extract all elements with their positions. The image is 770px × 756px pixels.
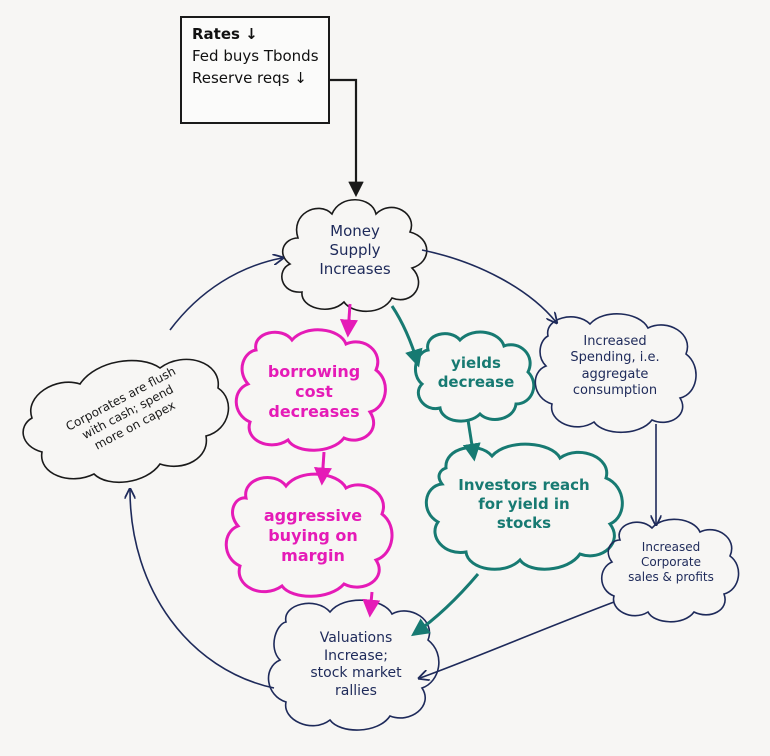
arrow-aggressive-to-valuations [362,591,381,618]
aggressive-line-1: aggressive [263,506,363,525]
sales-line-3: sales & profits [628,570,714,584]
policy-line-fed: Fed buys Tbonds [192,46,319,65]
sales-line-1: Increased [641,540,701,554]
policy-line-reserve: Reserve reqs ↓ [192,68,307,87]
policy-line-rates: Rates ↓ [192,25,258,43]
aggressive-line-2: buying on [268,526,358,545]
cloud-money-supply [281,199,428,312]
money-supply-line-3: Increases [319,259,391,278]
spending-line-2: Spending, i.e. [570,350,660,366]
arrow-investors-to-valuations [411,573,480,637]
investors-line-2: for yield in [478,494,570,513]
valuations-line-1: Valuations [319,630,393,646]
spending-line-1: Increased [583,334,647,349]
cloud-corporates-flush [22,358,230,484]
valuations-line-3: stock market [310,665,402,681]
cloud-corporate-sales [600,518,740,623]
node-money-supply: Money Supply Increases [290,222,420,278]
money-supply-line-1: Money [330,222,380,240]
spending-line-3: aggregate [581,366,649,382]
sales-line-2: Corporate [641,555,701,569]
arrow-policy-to-money-supply [330,78,364,198]
investors-line-3: stocks [496,513,552,532]
money-supply-line-2: Supply [329,240,381,259]
borrowing-line-1: borrowing [267,362,361,381]
node-corporate-sales: Increased Corporate sales & profits [606,540,736,585]
arrow-valuations-to-corporates [130,490,275,689]
node-borrowing-cost: borrowing cost decreases [248,362,380,422]
node-aggressive-buying: aggressive buying on margin [240,506,386,566]
spending-line-4: consumption [572,382,658,398]
arrow-money-to-borrowing [339,303,358,338]
yields-line-2: decrease [437,372,515,391]
arrow-money-to-yields [390,305,423,368]
borrowing-line-3: decreases [268,402,360,421]
cloud-spending [534,313,697,433]
borrowing-line-2: cost [295,382,333,401]
policy-box: Rates ↓ Fed buys Tbonds Reserve reqs ↓ [180,16,330,124]
node-investors: Investors reach for yield in stocks [434,476,614,532]
valuations-line-2: Increase; [324,647,388,664]
yields-line-1: yields [451,354,501,372]
valuations-line-4: rallies [335,682,377,699]
cloud-investors [424,442,624,571]
node-valuations: Valuations Increase; stock market rallie… [278,630,434,700]
cloud-borrowing-cost [234,328,387,452]
arrow-borrowing-to-aggressive [313,451,332,486]
node-yields: yields decrease [420,354,532,392]
investors-line-1: Investors reach [458,476,590,494]
arrow-corporates-to-money [169,258,282,331]
aggressive-line-3: margin [281,546,345,565]
arrow-money-to-spending [421,249,556,322]
cloud-yields [413,330,536,423]
arrow-yields-to-investors [462,419,481,462]
arrow-sales-to-valuations [420,601,615,678]
node-spending: Increased Spending, i.e. aggregate consu… [540,334,690,399]
